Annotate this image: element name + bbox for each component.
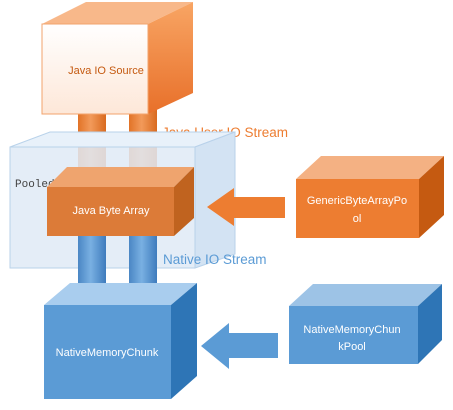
native-memory-chunk-pool-box: NativeMemoryChun kPool [289,284,442,364]
generic-byte-array-pool-box: GenericByteArrayPo ol [296,156,444,238]
java-byte-array-front [47,187,174,236]
native-chunk-side [171,283,197,399]
generic-pool-arrow [207,188,285,226]
native-memory-chunk-box: NativeMemoryChunk [44,283,197,399]
java-io-source-box: Java IO Source [41,2,193,115]
native-pool-arrow [201,323,278,369]
native-pool-side [418,284,442,364]
java-io-source-side [148,2,193,114]
java-byte-array-side [174,167,194,236]
native-pool-label-line2: kPool [338,341,366,353]
native-chunk-label: NativeMemoryChunk [56,347,159,359]
java-io-source-top [42,2,193,24]
generic-pool-front [296,179,419,238]
java-byte-array-label: Java Byte Array [72,205,150,217]
native-pool-front [289,306,418,364]
generic-pool-top [296,156,444,179]
generic-pool-label-line2: ol [353,213,362,225]
java-byte-array-box: Java Byte Array [47,167,194,236]
native-pool-top [289,284,442,306]
native-io-stream-label: Native IO Stream [163,252,267,267]
generic-pool-side [419,156,444,238]
java-io-source-label: Java IO Source [68,65,144,77]
native-pool-label-line1: NativeMemoryChun [303,324,400,336]
native-chunk-front [44,305,171,399]
java-byte-array-top [47,167,194,187]
java-io-source-front [41,23,149,115]
native-chunk-top [44,283,197,305]
generic-pool-label-line1: GenericByteArrayPo [307,195,407,207]
